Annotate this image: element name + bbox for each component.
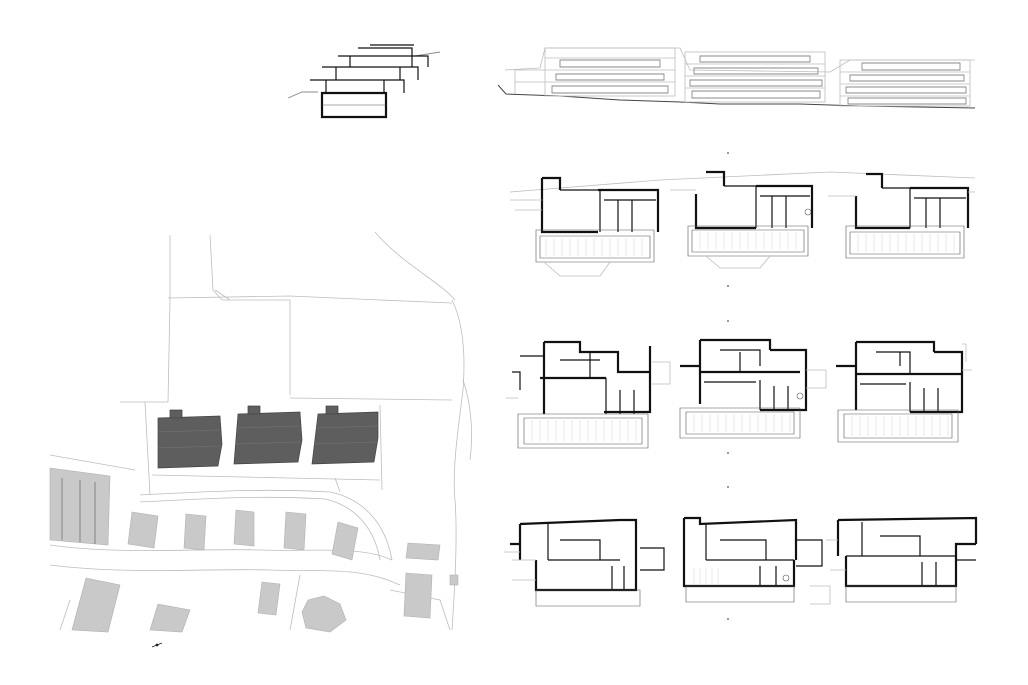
neighbour-building	[301, 595, 347, 633]
floor-plan-lower	[504, 486, 978, 620]
floor-plan-upper-unit-3	[828, 172, 975, 259]
floor-plan-upper-unit-1	[510, 176, 660, 277]
floor-plan-lower-unit-1	[504, 518, 665, 607]
neighbour-building	[71, 577, 121, 633]
floor-plan-middle-unit-3	[836, 340, 972, 443]
site-plan-neighbour-buildings	[49, 467, 459, 633]
neighbour-building	[233, 509, 255, 547]
floor-plan-middle-unit-2	[679, 338, 827, 439]
floor-plan-middle	[506, 320, 972, 454]
floor-plan-lower-unit-3	[826, 516, 978, 603]
floor-plan-middle-unit-1	[506, 340, 671, 449]
elevation-building-1	[514, 47, 676, 97]
neighbour-building	[149, 603, 191, 633]
site-plan-project-buildings	[157, 405, 379, 469]
site-plan	[49, 231, 472, 648]
project-building-1	[157, 409, 223, 469]
site-plan-parcel-lines	[49, 231, 472, 631]
neighbour-building	[331, 521, 359, 561]
project-building-2	[233, 405, 303, 465]
neighbour-building	[283, 511, 307, 551]
neighbour-building	[257, 581, 281, 616]
neighbour-building	[403, 572, 433, 619]
neighbour-building	[183, 513, 207, 551]
elevation-building-2	[684, 51, 826, 103]
floor-plan-upper	[509, 152, 976, 287]
neighbour-building	[127, 511, 159, 549]
neighbour-building	[449, 574, 459, 586]
elevation-building-3	[839, 59, 971, 107]
section-slabs	[310, 44, 429, 119]
neighbour-building	[405, 542, 441, 561]
north-arrow-icon	[151, 642, 163, 648]
section-drawing	[287, 44, 441, 119]
floor-plan-lower-unit-2	[682, 516, 831, 605]
floor-plan-upper-unit-2	[670, 170, 814, 269]
elevation-drawing	[497, 47, 976, 109]
project-building-3	[311, 405, 379, 465]
